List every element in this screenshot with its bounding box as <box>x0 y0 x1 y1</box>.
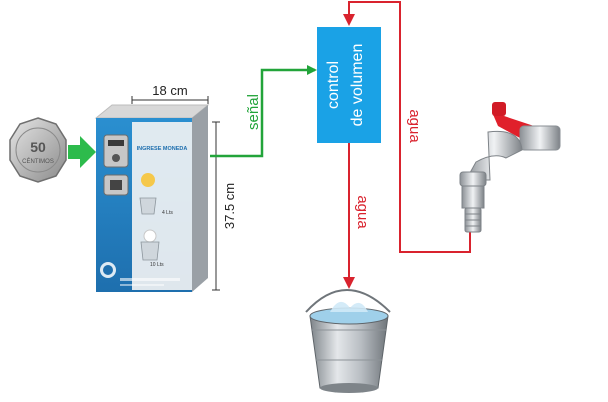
signal-arrow <box>210 65 317 158</box>
height-label: 37.5 cm <box>222 183 237 229</box>
machine-vol1-label: 4 Lts <box>162 210 173 216</box>
coin-icon: 50 CÉNTIMOS <box>9 117 67 183</box>
coin-value-text: 50 <box>30 139 46 155</box>
water-supply-label: agua <box>406 109 423 143</box>
control-box-label-line1: control <box>325 61 342 109</box>
signal-label: señal <box>245 94 262 130</box>
water-supply-line <box>343 1 471 253</box>
water-output-label: agua <box>354 195 371 229</box>
machine-vol2-label: 10 Lts <box>150 262 164 268</box>
control-box-label-line2: de volumen <box>349 44 366 127</box>
vending-machine: INGRESE MONEDA 4 Lts 10 Lts <box>94 104 210 292</box>
bucket-icon <box>305 289 391 393</box>
width-label: 18 cm <box>152 83 187 98</box>
coin-unit-text: CÉNTIMOS <box>22 158 54 165</box>
coin-insert-arrow <box>68 136 96 168</box>
volume-control-box <box>317 27 381 143</box>
faucet-icon <box>459 102 561 233</box>
machine-insert-label: INGRESE MONEDA <box>137 146 188 152</box>
